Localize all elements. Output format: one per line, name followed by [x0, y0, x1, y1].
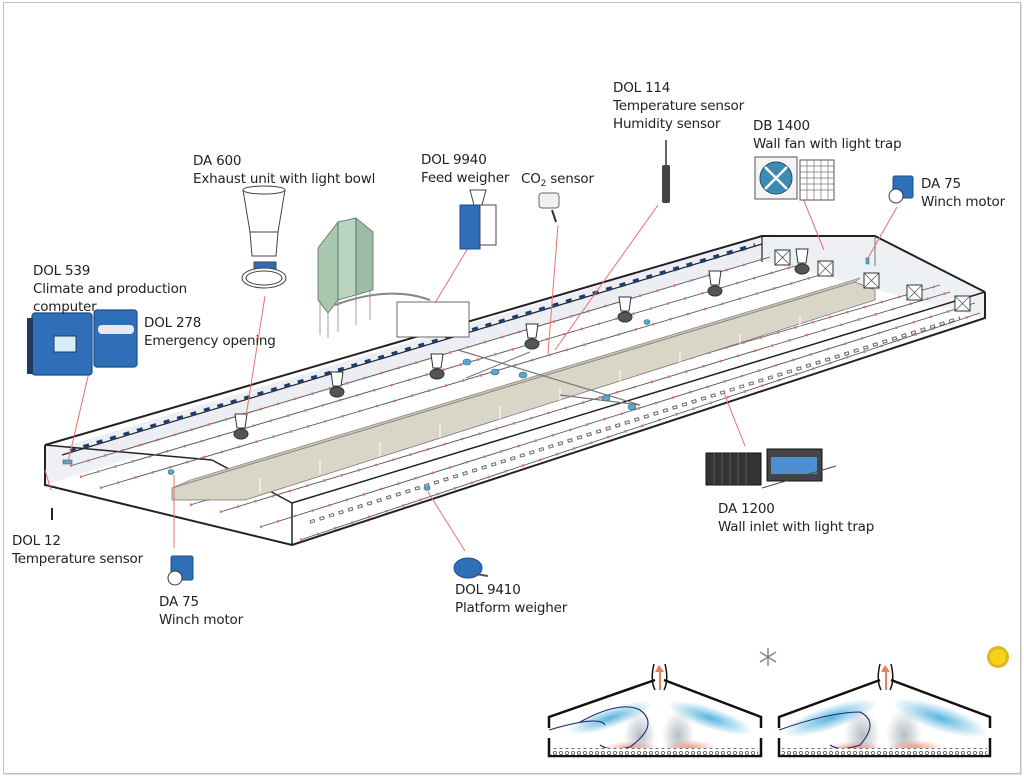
label-da1200: DA 1200 Wall inlet with light trap — [718, 500, 874, 536]
wall-fans — [774, 249, 971, 312]
label-dol114-code: DOL 114 — [613, 80, 671, 96]
label-da75-left-desc: Winch motor — [159, 612, 243, 628]
label-dol114-line1: Temperature sensor — [613, 98, 744, 114]
label-db1400-code: DB 1400 — [753, 118, 810, 134]
silos-icon — [317, 217, 470, 338]
label-da1200-desc: Wall inlet with light trap — [718, 519, 875, 535]
da1200-wall-inlet-icon — [705, 448, 837, 489]
da75-winch-motor-icon-right — [888, 175, 914, 204]
label-dol539-line1: Climate and production — [33, 281, 188, 297]
label-dol12: DOL 12 Temperature sensor — [12, 532, 143, 568]
dol278-emergency-icon — [93, 309, 138, 368]
label-dol539-line2: computer — [33, 299, 97, 315]
dol9410-platform-weigher-icon — [453, 557, 489, 579]
label-co2-sub: 2 — [540, 179, 547, 189]
label-co2-desc: sensor — [550, 171, 594, 187]
label-dol539: DOL 539 Climate and production computer — [33, 262, 187, 316]
label-db1400: DB 1400 Wall fan with light trap — [753, 117, 902, 153]
label-dol9940: DOL 9940 Feed weigher — [421, 151, 509, 187]
label-dol278-desc: Emergency opening — [144, 333, 276, 349]
leader-lines — [44, 195, 898, 552]
label-dol9410: DOL 9410 Platform weigher — [455, 581, 567, 617]
label-dol12-desc: Temperature sensor — [12, 551, 143, 567]
dol114-sensor-icon — [662, 140, 670, 203]
sun-icon — [987, 646, 1009, 668]
label-dol12-code: DOL 12 — [12, 533, 61, 549]
label-dol539-code: DOL 539 — [33, 263, 91, 279]
label-co2-prefix: CO — [521, 171, 541, 187]
label-dol114: DOL 114 Temperature sensor Humidity sens… — [613, 79, 744, 133]
label-db1400-desc: Wall fan with light trap — [753, 136, 902, 152]
label-da75-right: DA 75 Winch motor — [921, 175, 1005, 211]
snowflake-icon — [759, 648, 777, 666]
airflow-panel-summer — [777, 663, 992, 761]
db1400-wall-fan-icon — [754, 156, 835, 201]
label-dol278-code: DOL 278 — [144, 315, 202, 331]
dol9940-feed-weigher-icon — [459, 189, 497, 250]
label-dol9410-desc: Platform weigher — [455, 600, 568, 616]
label-da75-right-desc: Winch motor — [921, 194, 1005, 210]
label-co2: CO2 sensor — [521, 170, 594, 193]
label-da600: DA 600 Exhaust unit with light bowl — [193, 152, 375, 188]
label-da75-left-code: DA 75 — [159, 594, 199, 610]
da600-exhaust-icon — [241, 185, 287, 289]
dol539-controller-icon — [27, 312, 93, 376]
label-da75-left: DA 75 Winch motor — [159, 593, 243, 629]
airflow-panel-winter — [547, 663, 763, 759]
co2-sensor-icon — [538, 192, 560, 223]
label-da600-code: DA 600 — [193, 153, 242, 169]
da75-winch-motor-icon-left — [167, 555, 194, 586]
label-da1200-code: DA 1200 — [718, 501, 775, 517]
label-dol9410-code: DOL 9410 — [455, 582, 521, 598]
label-dol114-line2: Humidity sensor — [613, 116, 721, 132]
label-dol278: DOL 278 Emergency opening — [144, 314, 276, 350]
exhaust-units — [233, 248, 810, 440]
label-da75-right-code: DA 75 — [921, 176, 961, 192]
label-dol9940-desc: Feed weigher — [421, 170, 510, 186]
label-da600-desc: Exhaust unit with light bowl — [193, 171, 376, 187]
label-dol9940-code: DOL 9940 — [421, 152, 487, 168]
pig-house — [44, 235, 986, 547]
feed-trough — [171, 277, 876, 501]
